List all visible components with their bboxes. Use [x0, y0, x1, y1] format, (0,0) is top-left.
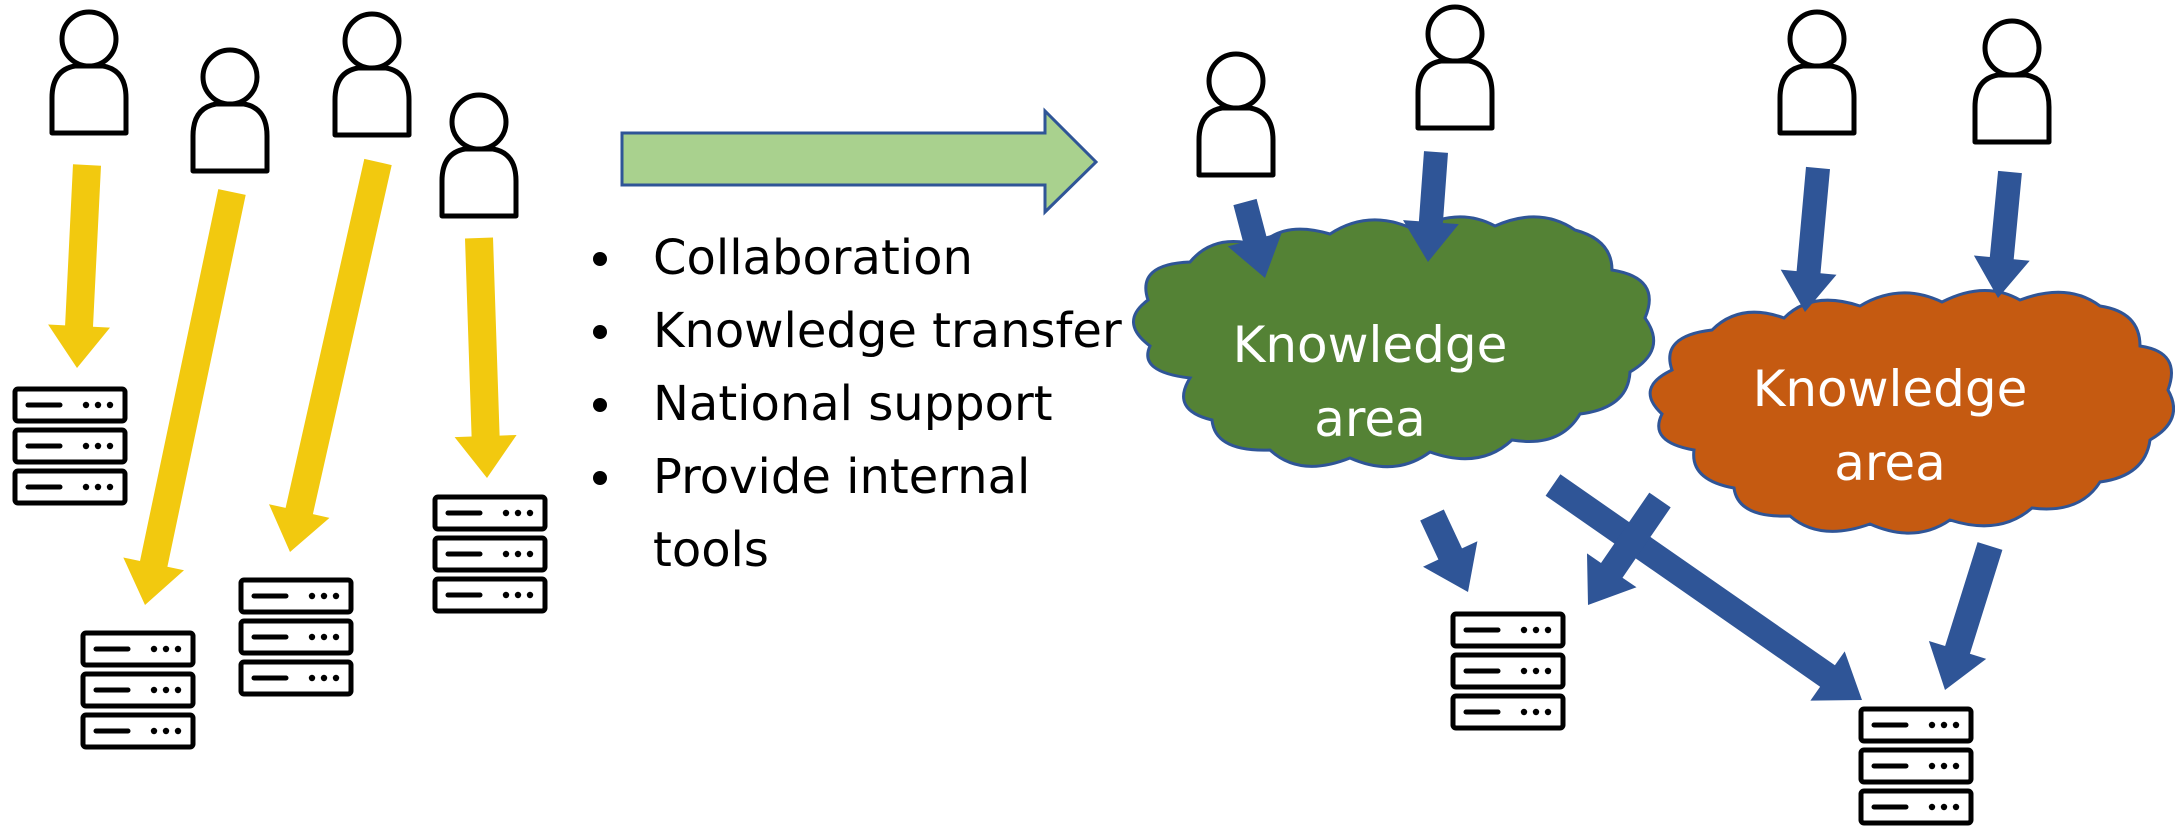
bullet-text: National support [653, 376, 1053, 432]
flow-arrow [48, 164, 110, 368]
flow-arrow [1973, 170, 2030, 298]
cloud-label-line1: Knowledge [1753, 360, 2028, 418]
bullet-text: Collaboration [653, 230, 973, 286]
bullet-text: Knowledge transfer [653, 303, 1122, 359]
server-icon [1861, 709, 1971, 823]
flow-arrow [1587, 492, 1671, 605]
person-icon [1975, 21, 2049, 142]
person-icon [52, 12, 126, 133]
flow-arrow [1403, 151, 1459, 262]
person-icon [335, 14, 409, 135]
knowledge-area-cloud-green: Knowledge area [1132, 215, 1656, 469]
flow-arrow [269, 158, 392, 552]
right-people [1199, 7, 2049, 175]
person-icon [1780, 12, 1854, 133]
yellow-arrows [48, 158, 517, 605]
cloud-label-line2: area [1314, 390, 1426, 448]
flow-arrow [1928, 542, 2003, 690]
person-icon [1199, 54, 1273, 175]
knowledge-area-cloud-orange: Knowledge area [1648, 289, 2175, 535]
flow-arrow [123, 189, 246, 605]
person-icon [442, 95, 516, 216]
right-servers [1453, 614, 1971, 823]
flow-arrow [1227, 198, 1282, 278]
flow-arrow [1420, 509, 1478, 592]
server-icon [435, 497, 545, 611]
bullet-text: Provide internal tools [653, 449, 1031, 578]
transition-arrow [620, 107, 1099, 216]
person-icon [193, 50, 267, 171]
blue-arrows [1227, 151, 2030, 701]
cloud-label-line1: Knowledge [1233, 316, 1508, 374]
bullet-item: Knowledge transfer [585, 295, 1145, 368]
left-people [52, 12, 516, 216]
cloud-label-line2: area [1834, 434, 1946, 492]
benefits-list: Collaboration Knowledge transfer Nationa… [585, 222, 1145, 587]
bullet-item: National support [585, 368, 1145, 441]
server-icon [15, 389, 125, 503]
server-icon [83, 633, 193, 747]
flow-arrow [454, 237, 517, 478]
person-icon [1418, 7, 1492, 128]
bullet-item: Collaboration [585, 222, 1145, 295]
server-icon [241, 580, 351, 694]
flow-arrow [1780, 166, 1837, 312]
bullet-item: Provide internal tools [585, 441, 1073, 587]
server-icon [1453, 614, 1563, 728]
